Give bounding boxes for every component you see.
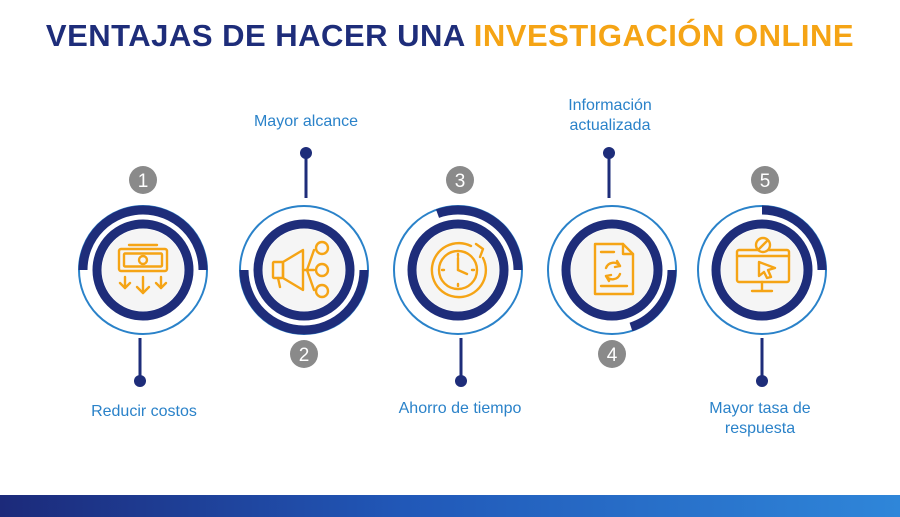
page-title: VENTAJAS DE HACER UNA INVESTIGACIÓN ONLI… <box>0 18 900 54</box>
step-2-connector-dot <box>300 147 312 159</box>
step-4-connector-dot <box>603 147 615 159</box>
step-3-number: 3 <box>455 171 466 192</box>
step-4-icon-bg <box>571 229 653 311</box>
step-1-number: 1 <box>138 171 149 192</box>
step-4-arc <box>629 269 677 332</box>
megaphone-people-icon <box>271 240 330 299</box>
clock-icon <box>430 241 488 299</box>
money-cost-reduction-icon <box>117 243 169 295</box>
step-1-badge <box>129 166 157 194</box>
step-2-arc <box>239 269 369 335</box>
title-highlight: INVESTIGACIÓN ONLINE <box>473 18 855 53</box>
step-5-number: 5 <box>760 171 771 192</box>
step-5-arc <box>761 205 827 271</box>
step-4-number: 4 <box>607 345 618 366</box>
title-main: VENTAJAS DE HACER UNA <box>45 18 465 53</box>
step-1-arc <box>78 205 208 271</box>
step-4-badge <box>598 340 626 368</box>
step-3-badge <box>446 166 474 194</box>
step-2: 2 <box>239 147 369 368</box>
step-5-label: Mayor tasa de respuesta <box>709 400 811 437</box>
step-3-label: Ahorro de tiempo <box>398 400 522 417</box>
monitor-click-percent-icon <box>735 236 791 293</box>
step-5: 5 <box>697 166 827 387</box>
step-3-arc <box>435 205 523 271</box>
step-1-connector-dot <box>134 375 146 387</box>
step-2-label: Mayor alcance <box>253 113 359 130</box>
step-3-connector-dot <box>455 375 467 387</box>
step-4-label: Información actualizada <box>568 97 652 134</box>
step-1: 1 <box>78 166 208 387</box>
step-3: 3 <box>393 166 523 387</box>
step-5-badge <box>751 166 779 194</box>
step-2-number: 2 <box>299 345 310 366</box>
step-5-connector-dot <box>756 375 768 387</box>
step-1-label: Reducir costos <box>91 403 197 420</box>
document-refresh-icon <box>593 242 635 296</box>
footer-gradient-bar <box>0 495 900 517</box>
step-2-badge <box>290 340 318 368</box>
step-4: 4 <box>547 147 677 368</box>
